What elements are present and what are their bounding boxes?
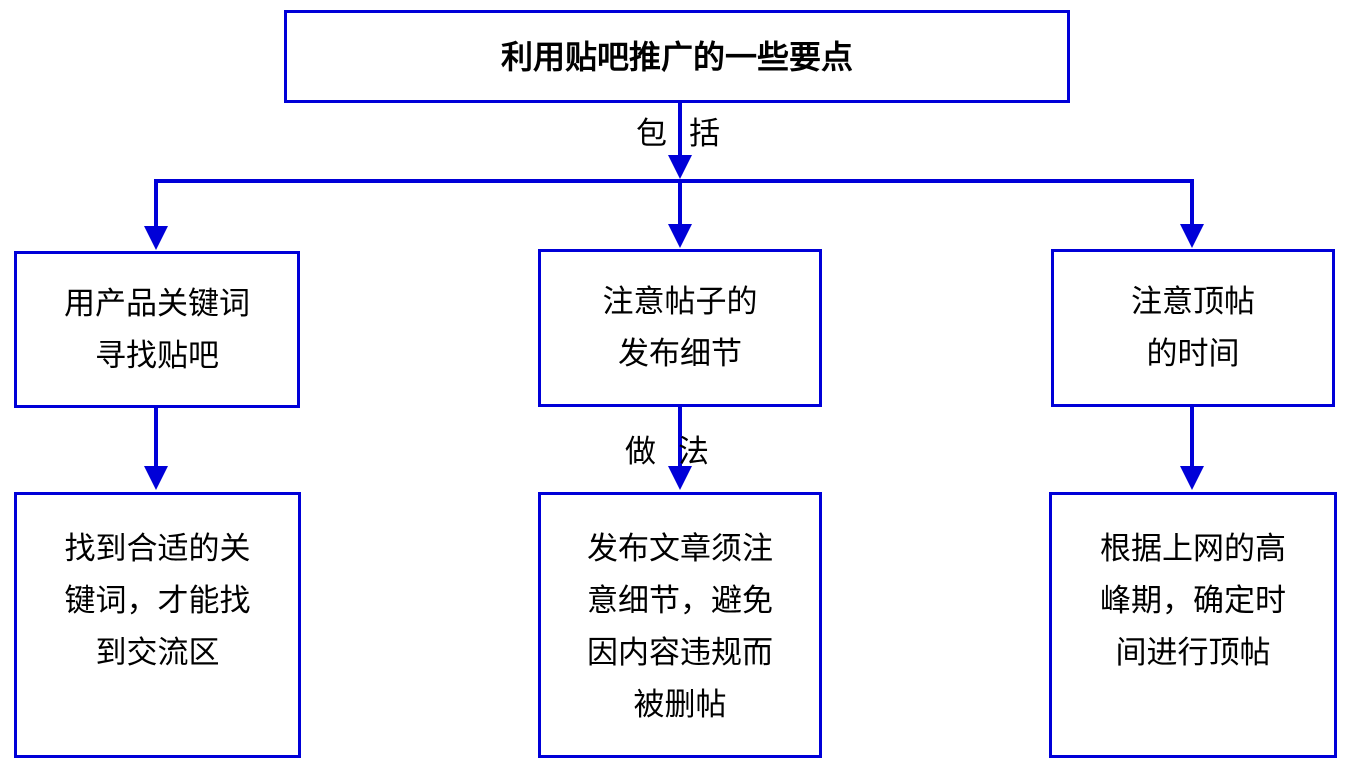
drop-left-arrowhead <box>144 226 168 250</box>
link-middle-arrowhead <box>668 466 692 490</box>
node-bump-timing-detail: 根据上网的高 峰期，确定时 间进行顶帖 <box>1049 492 1337 758</box>
node-text-line: 意细节，避免 <box>587 583 773 619</box>
node-text-line: 注意帖子的 <box>602 284 758 320</box>
drop-middle-arrowhead <box>668 224 692 248</box>
node-text-line: 寻找贴吧 <box>95 337 219 374</box>
node-text-line: 用产品关键词 <box>64 285 250 322</box>
node-keyword-detail: 找到合适的关 键词，才能找 到交流区 <box>14 492 301 758</box>
node-bump-timing: 注意顶帖 的时间 <box>1051 249 1335 407</box>
node-text-line: 发布细节 <box>618 336 742 372</box>
link-right-arrowhead <box>1180 466 1204 490</box>
node-post-detail-method: 发布文章须注 意细节，避免 因内容违规而 被删帖 <box>538 492 822 758</box>
node-keyword-search: 用产品关键词 寻找贴吧 <box>14 251 300 408</box>
node-text-line: 因内容违规而 <box>587 635 773 671</box>
root-node: 利用贴吧推广的一些要点 <box>284 10 1070 103</box>
node-text-line: 的时间 <box>1146 336 1240 372</box>
node-post-details: 注意帖子的 发布细节 <box>538 249 822 407</box>
node-text-line: 根据上网的高 <box>1100 531 1286 567</box>
edge-label-method: 做法 <box>625 434 731 470</box>
node-text-line: 发布文章须注 <box>587 531 773 567</box>
trunk-arrowhead <box>668 155 692 179</box>
link-left-arrowhead <box>144 466 168 490</box>
node-text-line: 峰期，确定时 <box>1100 583 1286 619</box>
node-text-line: 找到合适的关 <box>64 531 251 567</box>
root-title: 利用贴吧推广的一些要点 <box>500 37 853 76</box>
node-text-line: 间进行顶帖 <box>1115 635 1271 671</box>
node-text-line: 注意顶帖 <box>1131 284 1255 320</box>
drop-right-arrowhead <box>1180 224 1204 248</box>
edge-label-include: 包括 <box>636 116 742 152</box>
node-text-line: 被删帖 <box>633 687 727 723</box>
node-text-line: 到交流区 <box>95 635 220 671</box>
node-text-line: 键词，才能找 <box>64 583 251 619</box>
